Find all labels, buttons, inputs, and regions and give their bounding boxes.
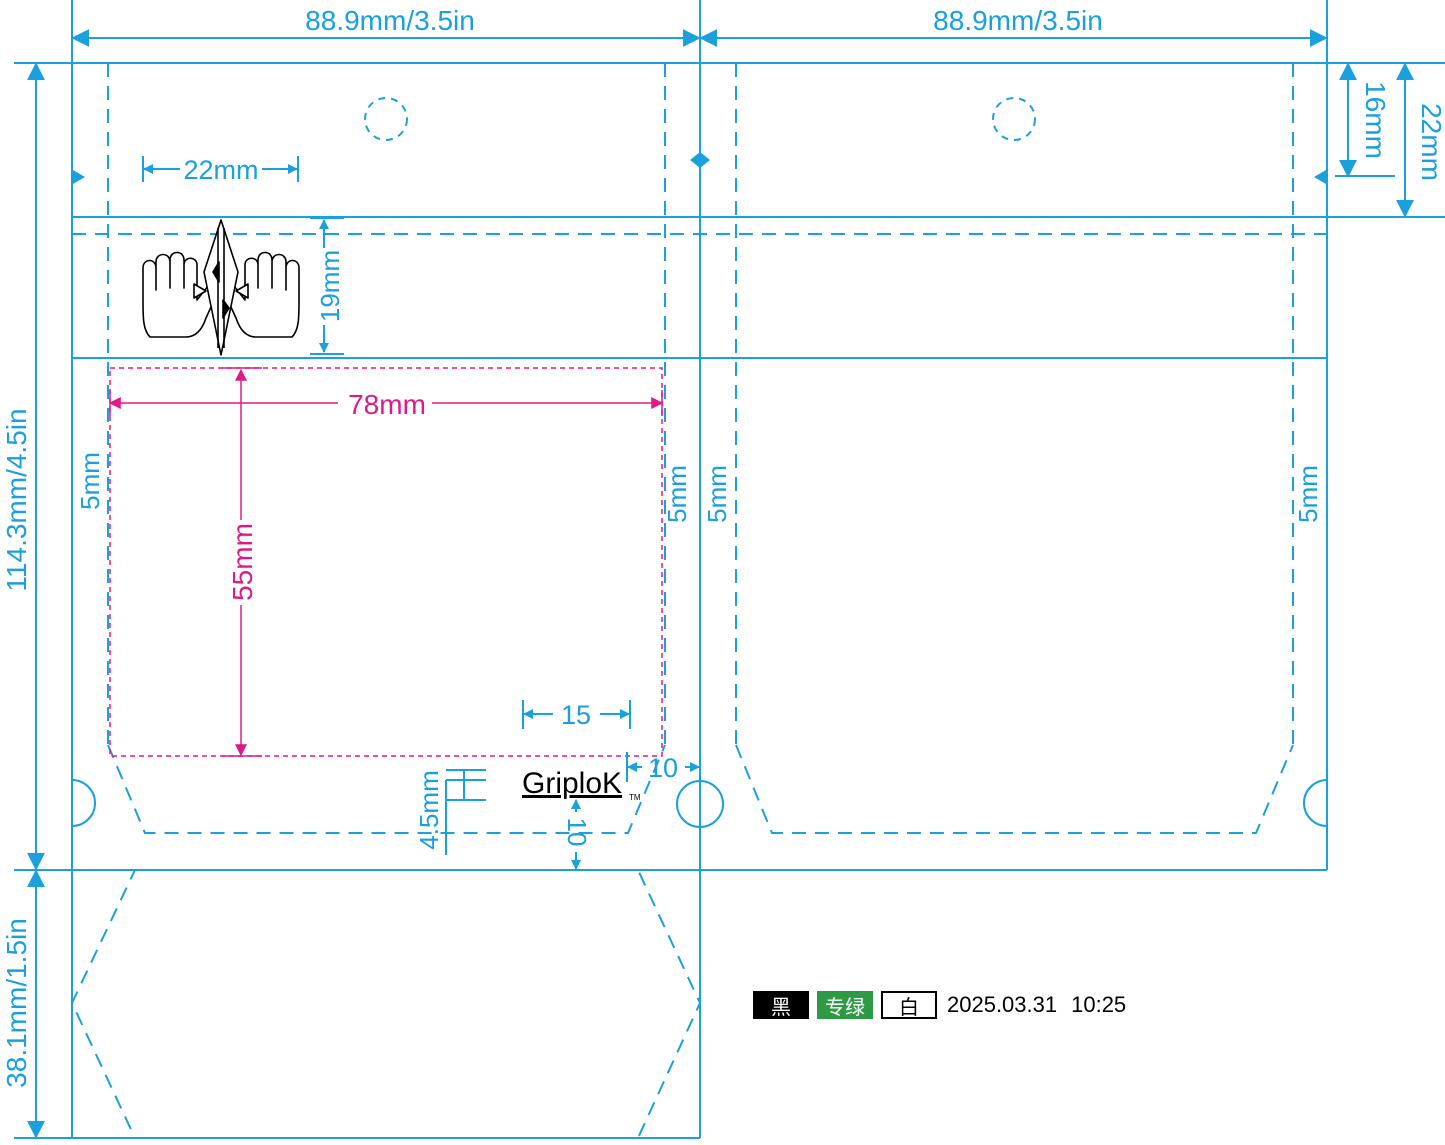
window-width-dimension (108, 390, 664, 416)
zipper-band-label: 19mm (315, 250, 345, 322)
top-width-label-right: 88.9mm/3.5in (933, 5, 1103, 36)
timestamp: 2025.03.31 10:25 (947, 992, 1126, 1018)
logo-offset-right-label: 10 (648, 753, 678, 783)
margin-label-left-a: 5mm (75, 452, 105, 510)
right-16mm-label: 16mm (1360, 81, 1391, 159)
margin-label-left-b: 5mm (702, 465, 732, 523)
hang-hole-offset-dimension (142, 156, 299, 182)
logo-width-dimension (522, 700, 631, 729)
hang-hole-icon (364, 97, 408, 141)
window-height-label: 55mm (227, 523, 258, 601)
tear-notch-mark (445, 769, 486, 855)
timestamp-time: 10:25 (1071, 992, 1127, 1017)
logo-offset-bottom-label: 10 (562, 818, 592, 847)
swatch-green: 专绿 (817, 991, 873, 1019)
swatch-white: 白 (881, 991, 937, 1019)
top-width-label-left: 88.9mm/3.5in (305, 5, 475, 36)
dashed-seal-lines (70, 63, 1327, 1139)
logo-width-label: 15 (561, 700, 591, 730)
hang-hole-offset-label: 22mm (183, 155, 258, 185)
brand-logo-text: GriploK (522, 767, 622, 800)
margin-label-right-b: 5mm (1293, 465, 1323, 523)
hang-hole-icon (992, 97, 1036, 141)
total-height-label: 114.3mm/4.5in (1, 408, 32, 591)
brand-logo-tm: TM (629, 793, 641, 802)
zipper-band-dimension (310, 217, 344, 355)
side-hole-marks (71, 779, 1328, 828)
print-window-outline (109, 367, 663, 757)
timestamp-date: 2025.03.31 (947, 992, 1058, 1017)
window-width-label: 78mm (348, 389, 426, 420)
bottom-flap-height-label: 38.1mm/1.5in (1, 918, 32, 1088)
hands-zipper-icon (142, 219, 300, 356)
tear-notch-label: 4.5mm (414, 770, 444, 849)
right-22mm-label: 22mm (1416, 103, 1445, 181)
swatch-black: 黑 (753, 991, 809, 1019)
logo-offset-right-dimension (626, 752, 700, 782)
margin-label-right-a: 5mm (662, 465, 692, 523)
registration-notches (73, 152, 1326, 184)
color-legend: 黑 专绿 白 2025.03.31 10:25 (753, 989, 1126, 1021)
right-dimensions (1335, 62, 1414, 218)
window-height-dimension (222, 367, 262, 757)
